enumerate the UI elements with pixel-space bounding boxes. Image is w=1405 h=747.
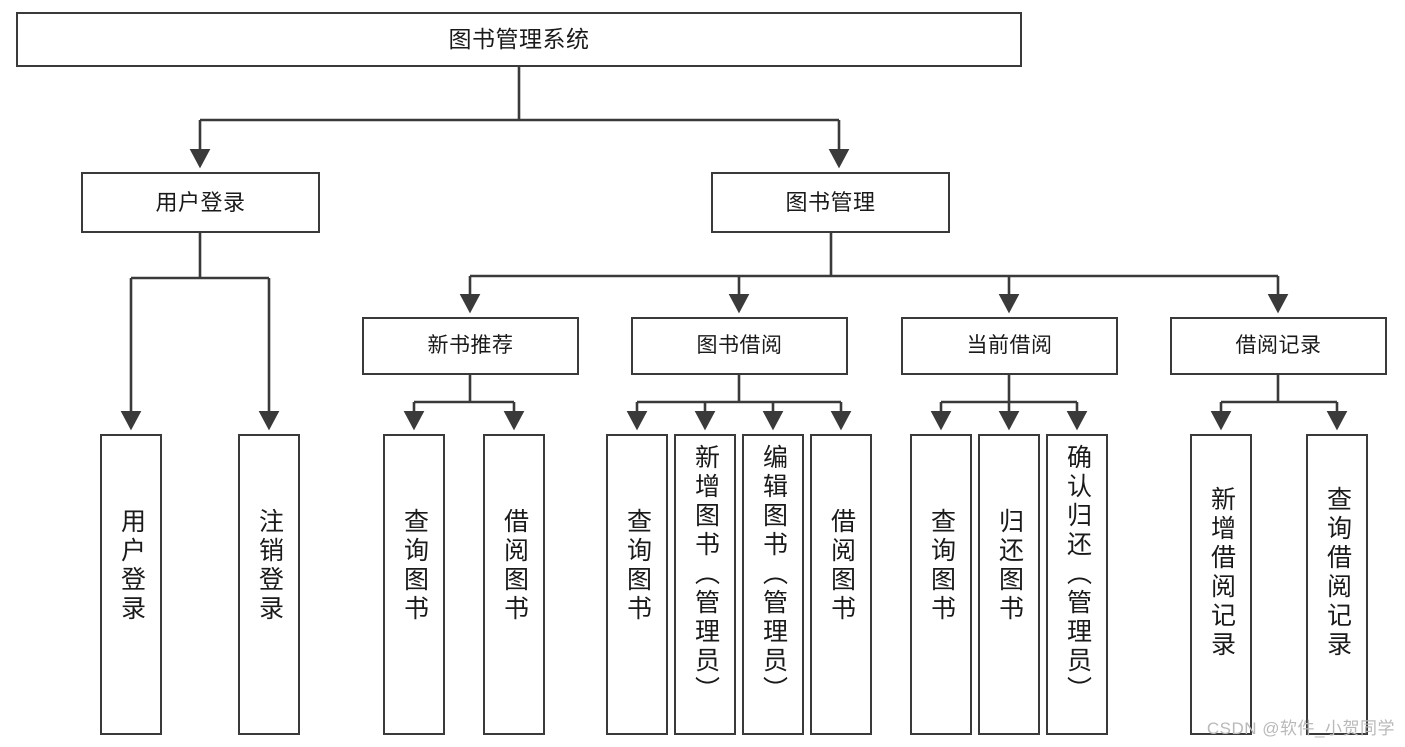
node-book-borrow[interactable]: 图书借阅: [631, 317, 848, 375]
node-new-book-recommend[interactable]: 新书推荐: [362, 317, 579, 375]
node-borrow-records[interactable]: 借阅记录: [1170, 317, 1387, 375]
leaf-user-login-label: 用户登录: [117, 508, 146, 624]
watermark: CSDN @软件_小贺同学: [1206, 719, 1395, 738]
leaf-add-book-admin-label: 新增图书（管理员）: [691, 444, 720, 705]
leaf-return-book[interactable]: 归还图书: [978, 434, 1040, 735]
leaf-query-book-recommend-label: 查询图书: [400, 508, 429, 624]
leaf-borrow-book-recommend-label: 借阅图书: [500, 508, 529, 624]
leaf-confirm-return-admin[interactable]: 确认归还（管理员）: [1046, 434, 1108, 735]
node-user-login[interactable]: 用户登录: [81, 172, 320, 233]
leaf-add-borrow-record-label: 新增借阅记录: [1207, 486, 1236, 660]
leaf-borrow-book[interactable]: 借阅图书: [810, 434, 872, 735]
leaf-logout[interactable]: 注销登录: [238, 434, 300, 735]
node-borrow-records-label: 借阅记录: [1235, 333, 1322, 357]
leaf-add-book-admin[interactable]: 新增图书（管理员）: [674, 434, 736, 735]
leaf-user-login[interactable]: 用户登录: [100, 434, 162, 735]
leaf-borrow-book-label: 借阅图书: [827, 508, 856, 624]
node-book-management[interactable]: 图书管理: [711, 172, 950, 233]
leaf-return-book-label: 归还图书: [995, 508, 1024, 624]
node-root[interactable]: 图书管理系统: [16, 12, 1022, 67]
node-root-label: 图书管理系统: [448, 25, 590, 52]
leaf-logout-label: 注销登录: [255, 508, 284, 624]
leaf-borrow-book-recommend[interactable]: 借阅图书: [483, 434, 545, 735]
leaf-edit-book-admin-label: 编辑图书（管理员）: [759, 444, 788, 705]
leaf-query-book-borrow-label: 查询图书: [623, 508, 652, 624]
node-new-book-recommend-label: 新书推荐: [427, 333, 514, 357]
node-book-management-label: 图书管理: [785, 189, 876, 215]
leaf-query-book-borrow[interactable]: 查询图书: [606, 434, 668, 735]
leaf-query-borrow-record-label: 查询借阅记录: [1323, 486, 1352, 660]
node-current-borrow[interactable]: 当前借阅: [901, 317, 1118, 375]
leaf-query-book-current[interactable]: 查询图书: [910, 434, 972, 735]
node-user-login-label: 用户登录: [155, 189, 246, 215]
node-book-borrow-label: 图书借阅: [696, 333, 783, 357]
leaf-edit-book-admin[interactable]: 编辑图书（管理员）: [742, 434, 804, 735]
leaf-query-borrow-record[interactable]: 查询借阅记录: [1306, 434, 1368, 735]
leaf-confirm-return-admin-label: 确认归还（管理员）: [1063, 444, 1092, 705]
leaf-query-book-current-label: 查询图书: [927, 508, 956, 624]
leaf-query-book-recommend[interactable]: 查询图书: [383, 434, 445, 735]
leaf-add-borrow-record[interactable]: 新增借阅记录: [1190, 434, 1252, 735]
node-current-borrow-label: 当前借阅: [966, 333, 1053, 357]
